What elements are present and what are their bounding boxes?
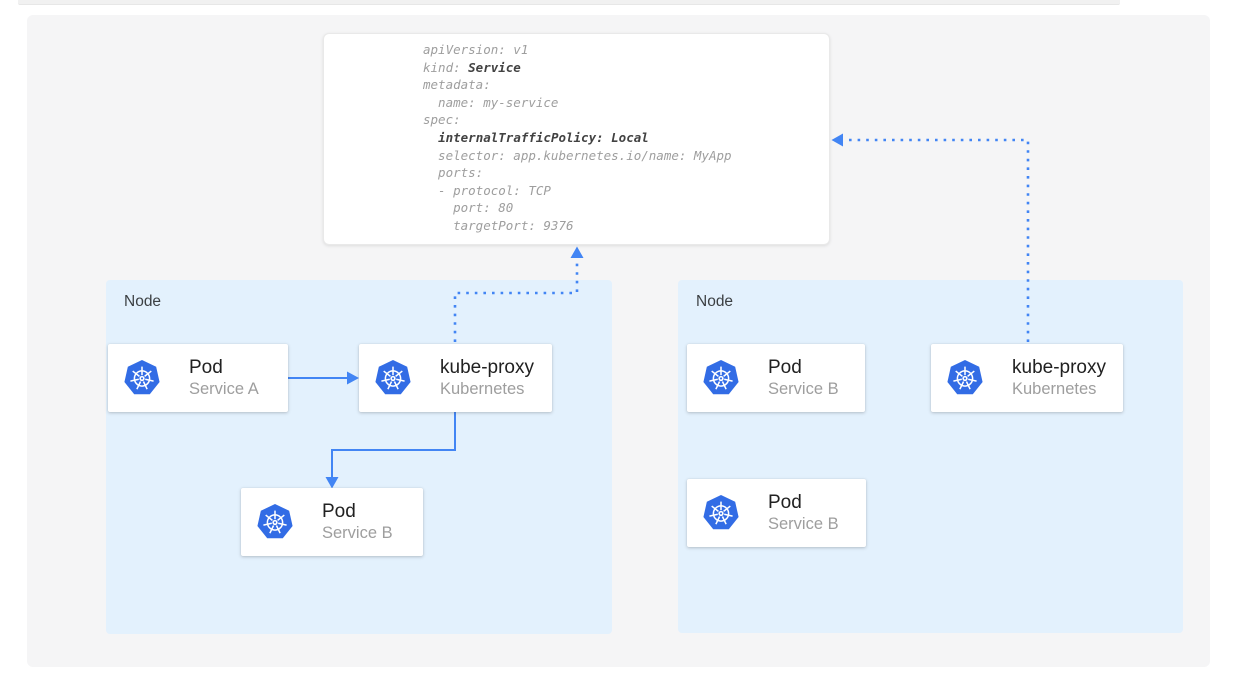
card-title: Pod [768,492,802,513]
code-line: port: 80 [423,200,514,216]
card-title: Pod [768,357,802,378]
code-line: internalTrafficPolicy: Local [438,129,649,145]
code-line: metadata: [423,77,491,93]
card-title: Pod [322,501,356,522]
card-subtitle: Service B [768,515,839,533]
card-title: Pod [189,357,223,378]
node-label: Node [124,293,162,310]
kubernetes-icon [256,503,294,541]
code-line: name: my-service [423,94,559,110]
kubernetes-icon [702,494,740,532]
pod-service-b-right-top-card: Pod Service B [687,344,865,412]
kube-proxy-left-card: kube-proxy Kubernetes [359,344,552,412]
code-line: targetPort: 9376 [423,217,574,233]
code-line: ports: [423,165,484,181]
code-line: spec: [423,112,461,128]
kubernetes-icon [123,359,161,397]
node-label: Node [696,293,734,310]
kubernetes-icon [946,359,984,397]
node-right: Node [678,280,1183,633]
code-line: - protocol: TCP [423,182,551,198]
code-line: selector: app.kubernetes.io/name: MyApp [423,147,732,163]
card-subtitle: Kubernetes [440,380,525,398]
yaml-code: apiVersion: v1 kind: Service metadata: nam… [324,34,829,235]
code-line: kind: Service [423,59,521,75]
top-divider [18,0,1120,5]
pod-service-a-card: Pod Service A [108,344,288,412]
card-title: kube-proxy [1012,357,1106,378]
kubernetes-icon [702,359,740,397]
card-subtitle: Kubernetes [1012,380,1097,398]
card-subtitle: Service B [768,380,839,398]
kube-proxy-right-card: kube-proxy Kubernetes [931,344,1123,412]
pod-service-b-left-card: Pod Service B [241,488,423,556]
node-left: Node [106,280,612,634]
yaml-code-panel: apiVersion: v1 kind: Service metadata: nam… [323,33,830,245]
card-subtitle: Service B [322,524,393,542]
pod-service-b-right-bottom-card: Pod Service B [687,479,866,547]
card-title: kube-proxy [440,357,534,378]
code-line: apiVersion: v1 [423,42,529,57]
card-subtitle: Service A [189,380,259,398]
kubernetes-icon [374,359,412,397]
